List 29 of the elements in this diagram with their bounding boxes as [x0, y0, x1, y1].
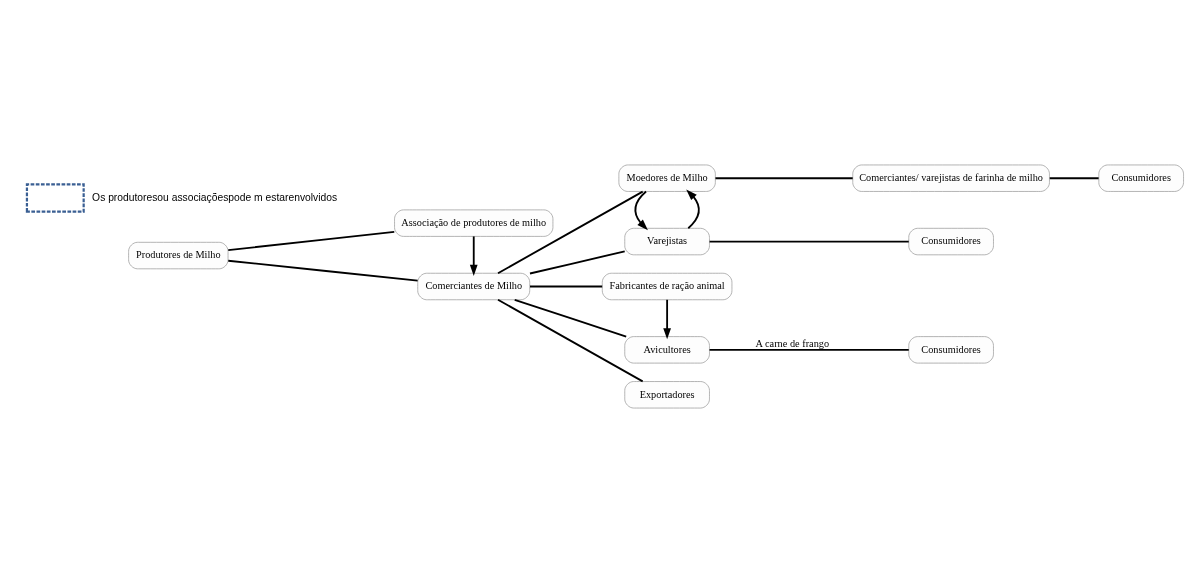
node-box: Produtores de Milho — [128, 241, 229, 270]
arrow — [634, 190, 648, 231]
connector — [714, 177, 854, 180]
connector — [529, 250, 626, 275]
connector — [227, 259, 419, 282]
node-box: Associação de produtores de milho — [394, 209, 554, 237]
arrow — [686, 189, 700, 230]
connector — [497, 190, 644, 275]
connector — [708, 240, 910, 243]
arrow — [469, 235, 478, 276]
connector — [227, 230, 396, 252]
arrow — [663, 298, 671, 340]
node-box: Moedores de Milho — [618, 164, 716, 192]
node-box: Consumidores — [908, 227, 994, 256]
connector — [497, 298, 644, 383]
connector — [708, 348, 910, 351]
node-box: Fabricantes de ração animal — [601, 272, 733, 301]
connector — [513, 298, 628, 338]
node-box: Comerciantes de Milho — [417, 272, 531, 301]
node-box: Exportadores — [624, 381, 710, 409]
node-box: Consumidores — [908, 336, 994, 364]
legend-label: Os produtoresou associaçõespode m estarenvolvidos — [92, 191, 338, 203]
node-box: Varejistas — [624, 227, 710, 256]
connector — [529, 285, 604, 288]
node-box: Comerciantes/ varejistas de farinha de milho — [852, 164, 1050, 192]
connector — [1048, 177, 1100, 180]
edge-label: A carne de frango — [755, 338, 830, 350]
node-box: Avicultores — [624, 336, 710, 364]
node-box: Consumidores — [1098, 164, 1184, 192]
